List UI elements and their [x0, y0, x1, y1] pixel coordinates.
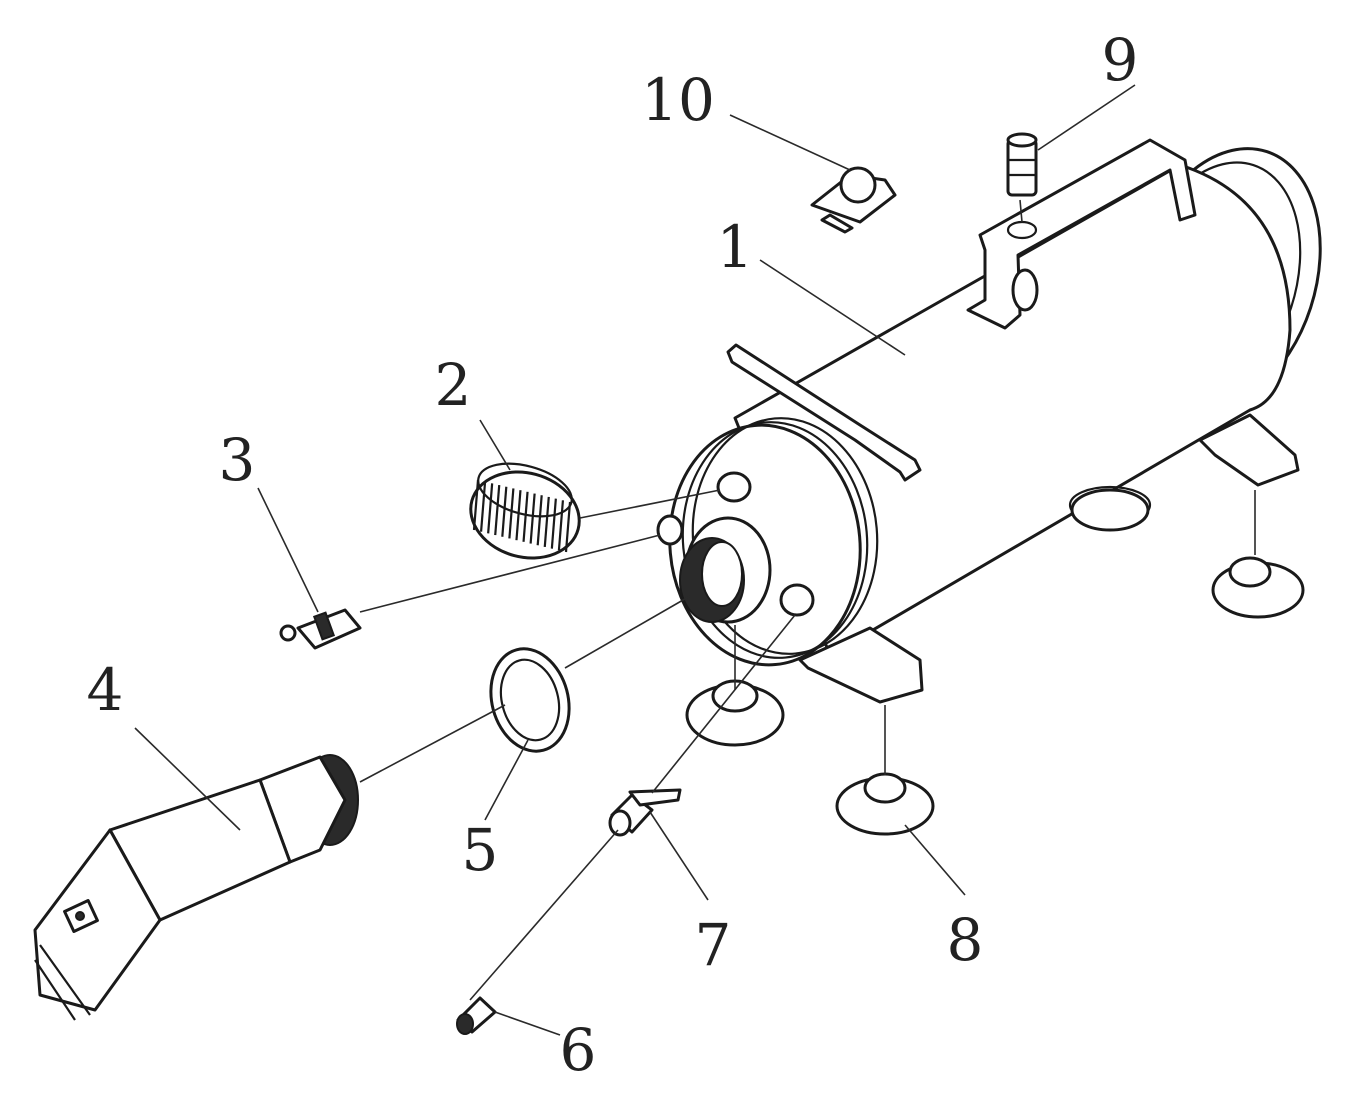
knurl-ridge — [501, 486, 508, 537]
knurl-ridge — [522, 491, 529, 542]
leader-lines — [134, 84, 1256, 1036]
knurl-ridge — [472, 479, 480, 531]
part-5-lock-ring — [489, 647, 571, 753]
part-9-fitting — [1006, 132, 1038, 197]
knurl-ridge — [479, 481, 487, 532]
knurl-ridge — [508, 488, 515, 539]
callout-6: 6 — [559, 1016, 597, 1084]
callout-5: 5 — [461, 816, 499, 884]
part-7-valve — [608, 788, 682, 837]
part-3-connector — [279, 608, 362, 650]
callout-3: 3 — [218, 426, 256, 494]
part-8-suction-feet — [685, 488, 1305, 836]
knurl-ridge — [529, 493, 536, 544]
knurl-ridge — [550, 498, 557, 549]
knurl-ridge — [515, 490, 522, 541]
callout-10: 10 — [641, 66, 715, 134]
callout-1: 1 — [716, 213, 754, 281]
knurl-ridge — [557, 500, 565, 551]
knurl-ridge — [543, 496, 550, 548]
knurl-ridge — [536, 495, 543, 546]
part-2-knurled-cap — [469, 462, 581, 560]
part-6-plug — [456, 996, 497, 1035]
callout-2: 2 — [434, 351, 472, 419]
callout-7: 7 — [694, 911, 732, 979]
knurl-ridge — [487, 483, 494, 534]
part-10-clip — [810, 166, 897, 234]
knurl-ridge — [494, 484, 501, 536]
part-4-nozzle — [33, 754, 359, 1021]
callout-4: 4 — [86, 656, 124, 724]
callout-9: 9 — [1101, 26, 1139, 94]
callout-8: 8 — [946, 906, 984, 974]
part-1-tank — [656, 138, 1322, 704]
knurl-ridge — [564, 501, 572, 553]
